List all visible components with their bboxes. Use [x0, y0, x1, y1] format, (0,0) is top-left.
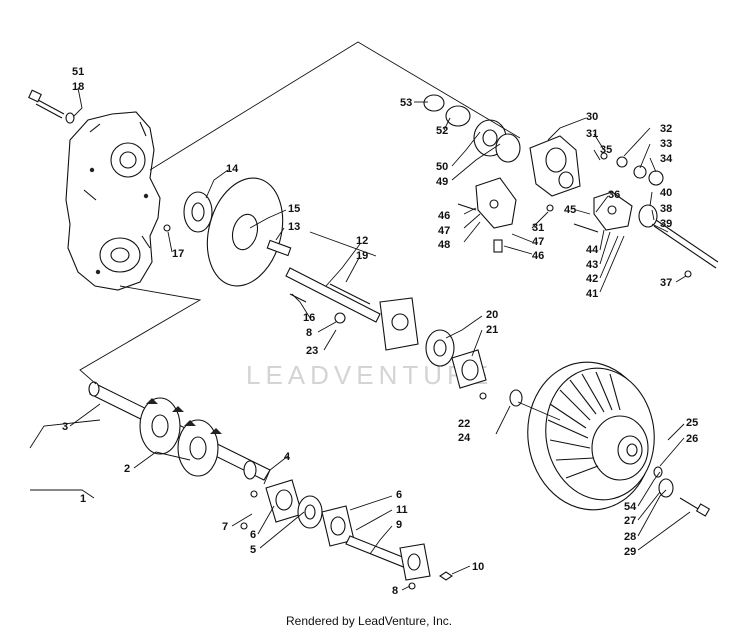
callout-27: 27: [624, 515, 636, 527]
callout-26: 26: [686, 433, 698, 445]
callout-47-upper: 47: [438, 225, 450, 237]
callout-47-lower: 47: [532, 236, 544, 248]
idler-assembly: [423, 94, 719, 278]
callout-8-upper: 8: [306, 327, 312, 339]
callout-45: 45: [564, 204, 576, 216]
callout-9: 9: [396, 519, 402, 531]
callout-44: 44: [586, 244, 599, 256]
callout-17: 17: [172, 248, 184, 260]
bolt-51: [28, 89, 75, 124]
callout-15: 15: [288, 203, 300, 215]
driven-clutch: [527, 361, 711, 517]
callout-31-upper: 31: [586, 128, 598, 140]
callout-33: 33: [660, 138, 672, 150]
callout-19: 19: [356, 250, 368, 262]
callout-37: 37: [660, 277, 672, 289]
callout-35: 35: [600, 144, 612, 156]
callout-11: 11: [396, 504, 408, 516]
callout-53: 53: [400, 97, 412, 109]
callout-25: 25: [686, 417, 698, 429]
callout-14: 14: [226, 163, 239, 175]
callout-54: 54: [624, 501, 637, 513]
callout-36: 36: [608, 189, 620, 201]
callout-10: 10: [472, 561, 484, 573]
callout-41: 41: [586, 288, 598, 300]
callout-13: 13: [288, 221, 300, 233]
callout-34: 34: [660, 153, 673, 165]
callout-20: 20: [486, 309, 498, 321]
jackshaft: [285, 267, 419, 351]
callout-23: 23: [306, 345, 318, 357]
callout-30: 30: [586, 111, 598, 123]
brake-disc: [163, 177, 292, 287]
callout-42: 42: [586, 273, 598, 285]
callout-12: 12: [356, 235, 368, 247]
callout-31-lower: 31: [532, 222, 544, 234]
callout-51: 51: [72, 66, 84, 78]
axle-bearing-flange: [240, 479, 453, 590]
callout-7: 7: [222, 521, 228, 533]
footer-credit: Rendered by LeadVenture, Inc.: [286, 614, 452, 628]
callout-4: 4: [284, 451, 291, 463]
bearing-20: [425, 329, 523, 407]
callout-32: 32: [660, 123, 672, 135]
callout-52: 52: [436, 125, 448, 137]
callout-29: 29: [624, 546, 636, 558]
callout-40: 40: [660, 187, 672, 199]
callout-16: 16: [303, 312, 315, 324]
callout-22: 22: [458, 418, 470, 430]
callout-43: 43: [586, 259, 598, 271]
callout-48: 48: [438, 239, 450, 251]
callout-6-left: 6: [250, 529, 256, 541]
callout-labels: 51 18 14 15 13 17 12 19 16 8 23 20 21 22…: [62, 66, 698, 597]
callout-leaders: [30, 87, 691, 591]
callout-1: 1: [80, 493, 86, 505]
callout-28: 28: [624, 531, 636, 543]
callout-46-lower: 46: [532, 250, 544, 262]
callout-49: 49: [436, 176, 448, 188]
callout-46-upper: 46: [438, 210, 450, 222]
callout-18: 18: [72, 81, 84, 93]
gearcase-housing: [65, 111, 161, 291]
assembly-lines: [29, 41, 561, 449]
drive-axle: [88, 381, 271, 481]
callout-24: 24: [458, 432, 471, 444]
callout-6-right: 6: [396, 489, 402, 501]
callout-21: 21: [486, 324, 498, 336]
callout-38: 38: [660, 203, 672, 215]
callout-39: 39: [660, 218, 672, 230]
callout-2: 2: [124, 463, 130, 475]
callout-8-lower: 8: [392, 585, 398, 597]
callout-3: 3: [62, 421, 68, 433]
callout-50: 50: [436, 161, 448, 173]
callout-5: 5: [250, 544, 256, 556]
watermark: LEADVENTURE: [246, 360, 493, 390]
